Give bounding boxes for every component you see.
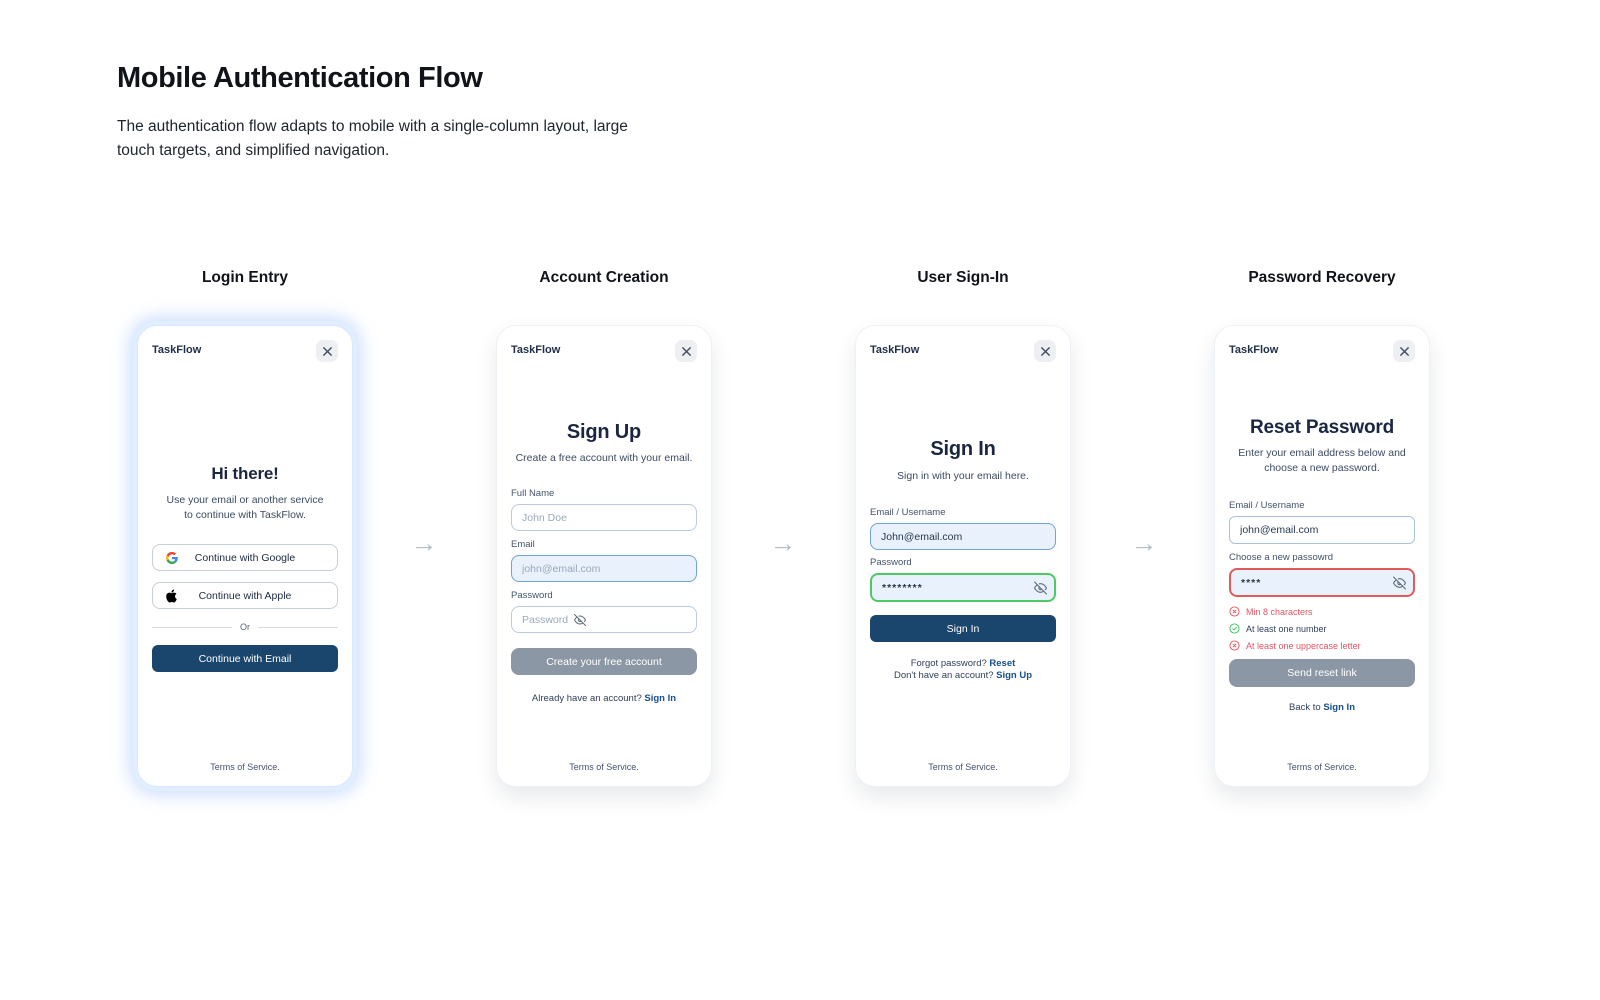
new-password-input[interactable] (1229, 568, 1415, 597)
column-label: Login Entry (201, 269, 289, 286)
button-label: Continue with Google (194, 551, 296, 564)
password-label: Password (870, 557, 912, 568)
column-label: Password Recovery (1248, 269, 1396, 286)
email-username-label: Email / Username (1229, 500, 1305, 511)
or-divider: Or (152, 622, 338, 632)
brand-logo: TaskFlow (152, 344, 202, 356)
signup-link[interactable]: Sign Up (996, 670, 1033, 681)
phone-account-creation: TaskFlow Sign Up Create a free account w… (496, 325, 712, 787)
validation-text: Min 8 characters (1246, 606, 1313, 617)
continue-with-apple-button[interactable]: Continue with Apple (152, 582, 338, 609)
signup-prompt: Don't have an account? (893, 670, 994, 681)
close-button[interactable] (1393, 340, 1415, 362)
phone-header: TaskFlow (152, 340, 338, 362)
column-label: Account Creation (539, 269, 669, 286)
signin-prompt-row: Already have an account? Sign In (511, 693, 697, 704)
validation-item: Min 8 characters (1229, 606, 1415, 617)
sign-in-button[interactable]: Sign In (870, 615, 1056, 642)
back-signin-link[interactable]: Sign In (1323, 702, 1355, 713)
column-account-creation: Account Creation TaskFlow Sign Up Create… (496, 270, 712, 787)
screen-subheading: Enter your email address below and choos… (1238, 447, 1406, 474)
close-button[interactable] (1034, 340, 1056, 362)
continue-with-email-button[interactable]: Continue with Email (152, 645, 338, 672)
back-prompt: Back to (1289, 702, 1321, 713)
password-label: Password (511, 590, 553, 601)
password-placeholder: Password (522, 613, 569, 626)
phone-user-signin: TaskFlow Sign In Sign in with your email… (855, 325, 1071, 787)
password-input[interactable] (870, 573, 1056, 602)
reset-link[interactable]: Reset (989, 658, 1016, 669)
screen-subheading: Use your email or another service to con… (166, 494, 324, 521)
column-user-signin: User Sign-In TaskFlow Sign In Sign in wi… (855, 270, 1071, 787)
close-button[interactable] (675, 340, 697, 362)
screen-heading: Sign Up (566, 421, 642, 443)
screen-subheading: Create a free account with your email. (515, 452, 693, 464)
column-password-recovery: Password Recovery TaskFlow Reset Passwor… (1214, 270, 1430, 787)
apple-icon (166, 589, 177, 602)
screen-heading: Sign In (930, 438, 996, 460)
circle-x-icon (1229, 640, 1240, 651)
auth-flow-row: → → → Login Entry TaskFlow Hi there! Use… (137, 270, 1430, 787)
email-label: Email (511, 539, 535, 550)
brand-logo: TaskFlow (1229, 344, 1279, 356)
validation-item: At least one number (1229, 623, 1415, 634)
brand-logo: TaskFlow (511, 344, 561, 356)
terms-of-service: Terms of Service. (210, 762, 280, 772)
phone-password-recovery: TaskFlow Reset Password Enter your email… (1214, 325, 1430, 787)
send-reset-link-button[interactable]: Send reset link (1229, 659, 1415, 687)
button-label: Continue with Apple (198, 589, 292, 602)
page-header: Mobile Authentication Flow The authentic… (117, 62, 662, 163)
signin-link[interactable]: Sign In (644, 693, 677, 704)
flow-arrow-icon: → (1130, 528, 1158, 558)
circle-check-icon (1229, 623, 1240, 634)
close-icon (1040, 346, 1051, 357)
column-login-entry: Login Entry TaskFlow Hi there! Use your … (137, 270, 353, 787)
terms-of-service: Terms of Service. (928, 762, 998, 772)
column-label: User Sign-In (917, 269, 1009, 286)
divider-label: Or (240, 622, 250, 632)
email-username-input[interactable] (870, 523, 1056, 550)
page-title: Mobile Authentication Flow (117, 62, 483, 94)
phone-header: TaskFlow (870, 340, 1056, 362)
eye-off-icon[interactable] (1034, 581, 1047, 594)
validation-item: At least one uppercase letter (1229, 640, 1415, 651)
screen-heading: Reset Password (1250, 417, 1394, 438)
validation-text: At least one number (1246, 623, 1327, 634)
circle-x-icon (1229, 606, 1240, 617)
screen-heading: Hi there! (211, 464, 279, 483)
flow-arrow-icon: → (410, 528, 438, 558)
close-button[interactable] (316, 340, 338, 362)
google-icon (166, 552, 178, 564)
page-subtitle: The authentication flow adapts to mobile… (117, 118, 628, 159)
password-input[interactable]: Password (511, 606, 697, 633)
eye-off-icon[interactable] (1393, 576, 1406, 589)
validation-text: At least one uppercase letter (1246, 640, 1361, 651)
password-validation-list: Min 8 characters At least one number At … (1229, 606, 1415, 651)
eye-off-icon[interactable] (574, 614, 586, 626)
screen-subheading: Sign in with your email here. (897, 470, 1029, 482)
phone-header: TaskFlow (1229, 340, 1415, 362)
new-password-label: Choose a new passowrd (1229, 552, 1334, 563)
forgot-password-row: Forgot password? Reset Don't have an acc… (870, 658, 1056, 682)
email-username-input[interactable] (1229, 516, 1415, 544)
close-icon (681, 346, 692, 357)
phone-header: TaskFlow (511, 340, 697, 362)
email-username-label: Email / Username (870, 507, 946, 518)
phone-login-entry: TaskFlow Hi there! Use your email or ano… (137, 325, 353, 787)
create-account-button[interactable]: Create your free account (511, 648, 697, 675)
email-input[interactable] (511, 555, 697, 582)
terms-of-service: Terms of Service. (569, 762, 639, 772)
forgot-prompt: Forgot password? (910, 658, 987, 669)
brand-logo: TaskFlow (870, 344, 920, 356)
back-to-signin-row: Back to Sign In (1229, 702, 1415, 713)
full-name-label: Full Name (511, 488, 555, 499)
signin-prompt: Already have an account? (531, 693, 642, 704)
close-icon (1399, 346, 1410, 357)
full-name-input[interactable] (511, 504, 697, 531)
close-icon (322, 346, 333, 357)
flow-arrow-icon: → (769, 528, 797, 558)
continue-with-google-button[interactable]: Continue with Google (152, 544, 338, 571)
terms-of-service: Terms of Service. (1287, 762, 1357, 772)
